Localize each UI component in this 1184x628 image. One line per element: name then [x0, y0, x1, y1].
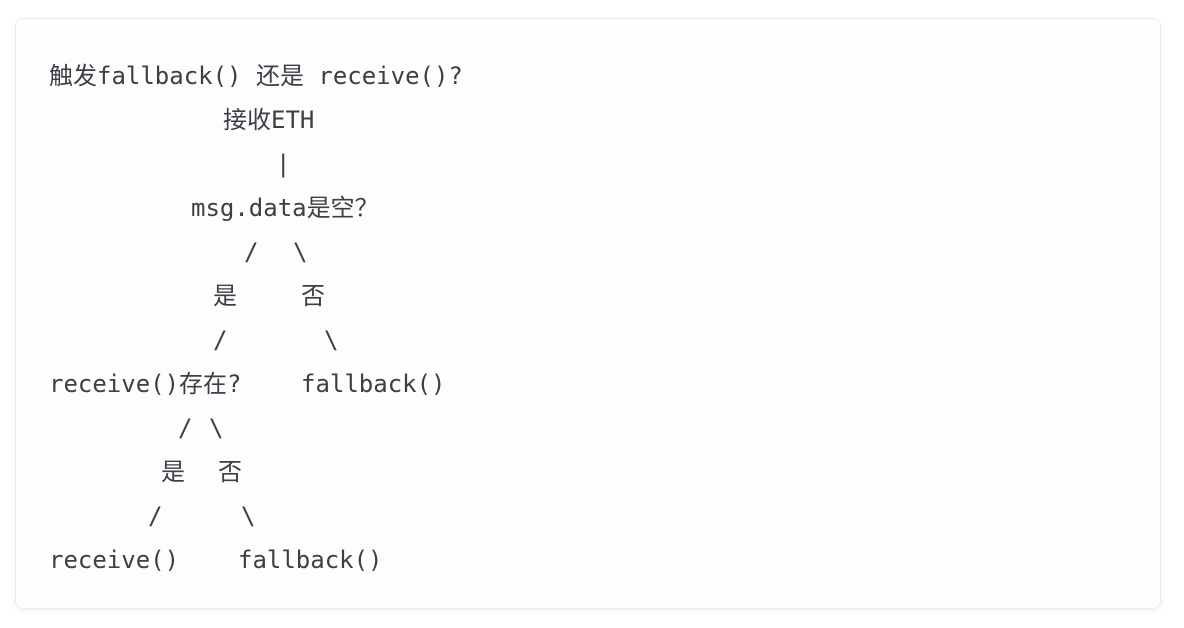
diagram-text-segment: 接收ETH	[223, 106, 315, 134]
diagram-text-segment: /	[178, 414, 193, 442]
diagram-text-segment: \	[241, 502, 256, 530]
diagram-text-segment: 触发fallback() 还是 receive()?	[49, 62, 463, 90]
diagram-text-segment: 是	[161, 458, 185, 486]
diagram-text-segment: msg.data是空？	[191, 194, 379, 222]
diagram-text-segment: 是	[213, 282, 237, 310]
diagram-text-segment: fallback()	[301, 370, 446, 398]
diagram-text-segment: /	[213, 326, 228, 354]
diagram-text-segment: \	[293, 238, 308, 266]
diagram-text-segment: 否	[218, 458, 242, 486]
diagram-text-segment: 否	[301, 282, 325, 310]
diagram-text-segment: fallback()	[238, 546, 383, 574]
diagram-text-segment: receive()存在?	[49, 370, 242, 398]
diagram-text-segment: |	[276, 150, 291, 178]
ascii-decision-tree: 触发fallback() 还是 receive()? 接收ETH | msg.data…	[16, 19, 1160, 608]
code-block: 触发fallback() 还是 receive()? 接收ETH | msg.data…	[15, 18, 1161, 609]
diagram-text-segment: /	[148, 502, 163, 530]
diagram-text-segment: \	[209, 414, 224, 442]
diagram-text-segment: receive()	[49, 546, 180, 574]
diagram-text-segment: \	[324, 326, 339, 354]
diagram-text-segment: /	[244, 238, 259, 266]
